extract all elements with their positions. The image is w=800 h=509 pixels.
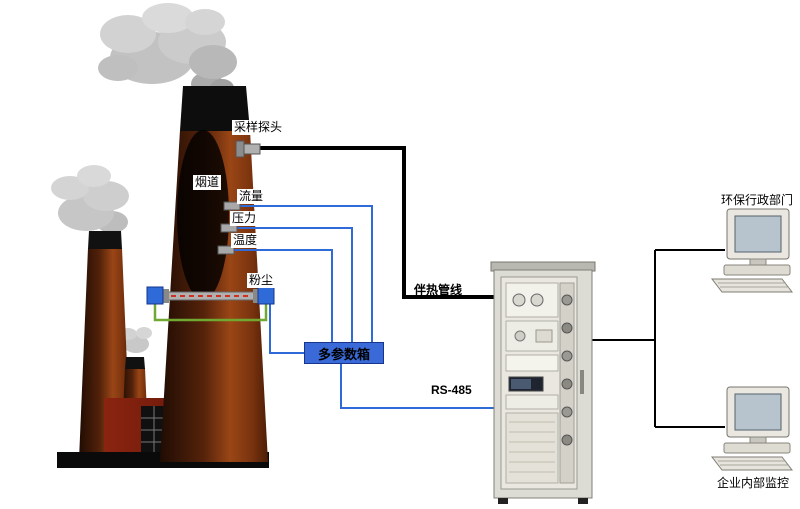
rs485-line bbox=[340, 364, 494, 409]
flow-sensor-icon bbox=[223, 201, 241, 211]
pressure-sensor-icon bbox=[220, 223, 238, 233]
temperature-sensor-icon bbox=[217, 245, 235, 255]
network-lines bbox=[592, 249, 725, 428]
pressure-signal-line bbox=[237, 227, 353, 343]
computer-enterprise-icon bbox=[710, 386, 794, 471]
label-pressure: 压力 bbox=[230, 211, 259, 226]
label-temperature: 温度 bbox=[231, 233, 260, 248]
label-enterprise-internal-monitor: 企业内部监控 bbox=[717, 476, 790, 490]
temperature-signal-line bbox=[234, 249, 333, 343]
label-sampling-probe: 采样探头 bbox=[232, 120, 285, 135]
dust-loop-line bbox=[153, 304, 268, 322]
label-rs485: RS-485 bbox=[431, 383, 472, 397]
computer-env-dept-icon bbox=[710, 208, 794, 293]
analyzer-cabinet bbox=[490, 261, 596, 504]
label-flow: 流量 bbox=[237, 189, 266, 204]
smoke-cloud-main bbox=[98, 3, 237, 97]
smoke-cloud-left bbox=[51, 165, 129, 233]
label-env-admin-dept: 环保行政部门 bbox=[721, 193, 794, 207]
label-flue: 烟道 bbox=[193, 175, 222, 190]
label-dust: 粉尘 bbox=[247, 273, 276, 288]
dust-signal-line bbox=[269, 304, 304, 354]
multi-parameter-box: 多参数箱 bbox=[304, 342, 384, 364]
heat-traced-line bbox=[256, 146, 494, 299]
label-heat-traced-pipeline: 伴热管线 bbox=[414, 283, 463, 297]
sampling-probe-icon bbox=[235, 140, 261, 158]
flow-signal-line bbox=[240, 205, 373, 343]
multi-parameter-box-label: 多参数箱 bbox=[317, 346, 370, 362]
